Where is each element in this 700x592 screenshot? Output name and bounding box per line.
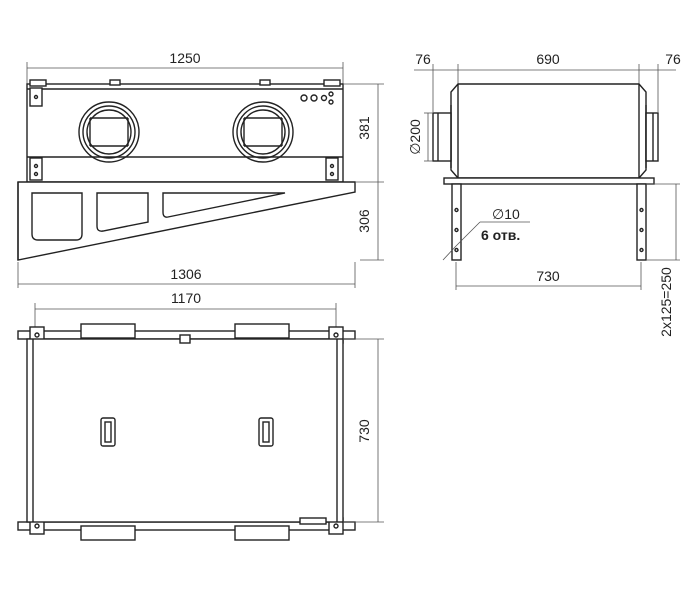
dim-front-heights: 381 306 [343,83,384,261]
dim-top-depth: 730 [343,338,384,523]
dim-mount-width: 730 [455,262,642,290]
dim-duct-diameter: ∅200 [407,112,433,162]
hole-callout: ∅10 6 отв. [442,206,530,261]
duct-right-front [232,101,294,163]
bracket-height-label: 306 [356,209,372,233]
left-stub-label: 76 [415,51,431,67]
body-width-label: 690 [536,51,560,67]
dim-front-width: 1250 [26,50,344,84]
dim-top-width: 1170 [34,290,337,330]
dim-side-top: 76 690 76 [414,51,681,112]
mounting-legs-side [451,183,647,261]
front-width-label: 1250 [169,50,200,66]
duct-diameter-label: ∅200 [407,119,423,155]
top-handles [100,417,274,447]
dim-bracket-width: 1306 [17,262,356,288]
dim-hole-spacing: 2x125=250 [646,183,680,337]
top-depth-label: 730 [356,419,372,443]
front-height-label: 381 [356,116,372,140]
side-view: 76 690 76 [407,51,681,337]
hole-diameter-label: ∅10 [492,206,520,222]
unit-body-top [26,334,344,525]
front-view: 1250 [17,50,384,288]
hole-count-label: 6 отв. [481,227,520,243]
bracket-width-label: 1306 [170,266,201,282]
hole-spacing-label: 2x125=250 [658,267,674,337]
unit-body-side [432,83,659,185]
top-width-label: 1170 [171,290,201,306]
top-duct-stubs [80,323,290,541]
right-stub-label: 76 [665,51,681,67]
mount-width-label: 730 [536,268,560,284]
top-view: 1170 [17,290,384,541]
unit-body-front [26,79,344,183]
mounting-bracket-front [17,181,356,261]
duct-left-front [78,101,140,163]
